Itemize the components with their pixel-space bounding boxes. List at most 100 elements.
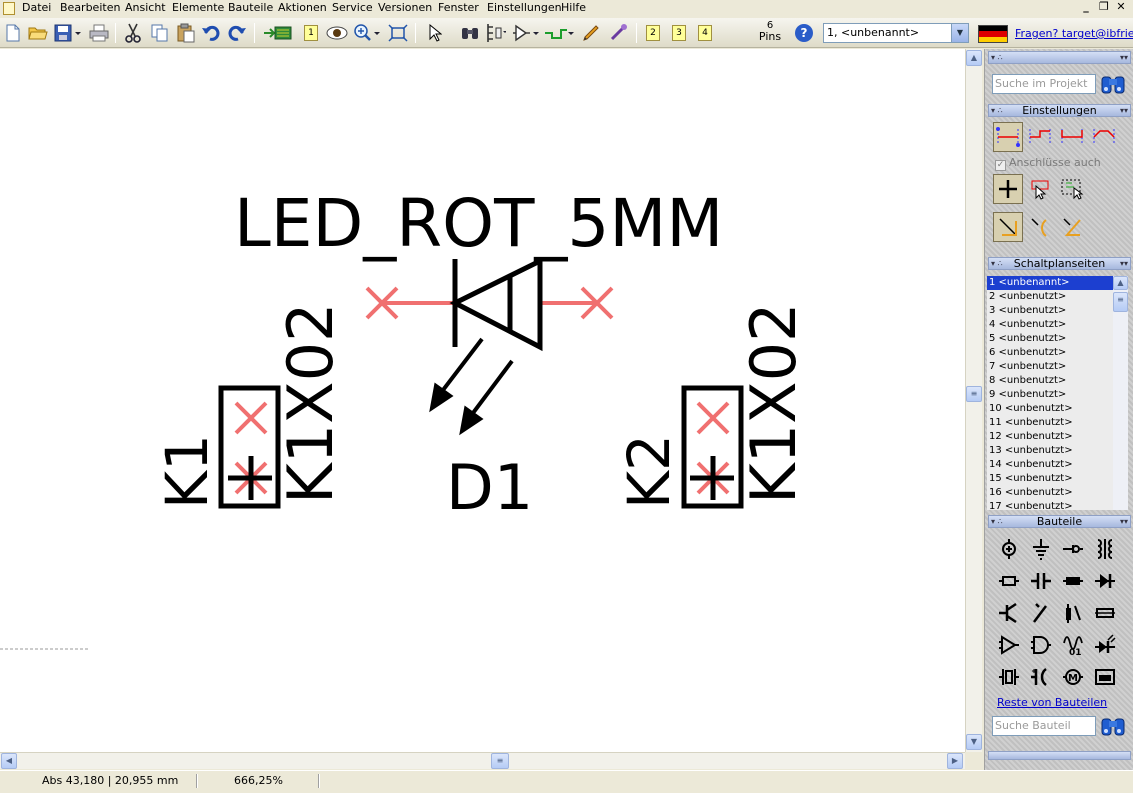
menu-einstellungen[interactable]: Einstellungen xyxy=(487,1,562,14)
expand-icon[interactable]: ▾▾ xyxy=(1119,53,1128,62)
menu-ansicht[interactable]: Ansicht xyxy=(125,1,166,14)
expand-icon[interactable]: ▾▾ xyxy=(1119,106,1128,115)
chevron-down-icon[interactable]: ▼ xyxy=(951,24,968,42)
panel-top-header[interactable]: ▾ ∴ ▾▾ xyxy=(988,51,1131,64)
list-item[interactable]: 7 <unbenutzt> xyxy=(989,361,1067,372)
menu-datei[interactable]: Datei xyxy=(22,1,52,14)
help-icon[interactable]: ? xyxy=(793,22,815,44)
menu-bauteile[interactable]: Bauteile xyxy=(228,1,274,14)
collapse-icon[interactable]: ▾ ∴ xyxy=(991,517,1003,526)
led-pin-anode[interactable] xyxy=(365,286,455,320)
opamp-icon[interactable] xyxy=(995,631,1023,659)
vertical-scroll-thumb[interactable]: ≡ xyxy=(966,386,982,402)
resistor-icon[interactable] xyxy=(995,567,1023,595)
scroll-down-icon[interactable]: ▼ xyxy=(966,734,982,750)
list-item[interactable]: 14 <unbenutzt> xyxy=(989,459,1073,470)
rest-parts-link[interactable]: Reste von Bauteilen xyxy=(997,696,1108,709)
undo-icon[interactable] xyxy=(200,22,222,44)
zoom-icon[interactable] xyxy=(352,22,382,44)
parts-section-header[interactable]: ▾ ∴ Bauteile ▾▾ xyxy=(988,515,1131,528)
list-item[interactable]: 1 <unbenannt> xyxy=(987,276,1113,290)
app-document-icon[interactable] xyxy=(3,2,15,15)
search-part-binoculars-icon[interactable] xyxy=(1100,715,1126,737)
menu-hilfe[interactable]: Hilfe xyxy=(561,1,587,14)
list-item[interactable]: 5 <unbenutzt> xyxy=(989,333,1067,344)
minimize-button[interactable]: _ xyxy=(1083,0,1089,13)
wire-mode-3-icon[interactable] xyxy=(1057,122,1087,152)
k1-value-label[interactable]: K1X02 xyxy=(274,302,347,504)
close-button[interactable]: ✕ xyxy=(1116,0,1126,13)
k1-connector-body[interactable] xyxy=(218,385,281,509)
save-icon[interactable] xyxy=(52,22,84,44)
crosshair-tool-icon[interactable] xyxy=(993,174,1023,204)
led-diode-symbol[interactable] xyxy=(449,256,543,352)
wire-tool-icon[interactable] xyxy=(543,22,575,44)
redo-icon[interactable] xyxy=(226,22,248,44)
pointer-select-icon[interactable] xyxy=(1025,174,1055,204)
crystal-icon[interactable] xyxy=(995,663,1023,691)
schematic-canvas[interactable]: LED_ROT_5MM D1 K1 K1X02 K2 K1X02 xyxy=(0,49,965,752)
open-folder-icon[interactable] xyxy=(27,22,49,44)
wire-mode-1-icon[interactable] xyxy=(993,122,1023,152)
led-pin-cathode[interactable] xyxy=(540,286,614,320)
settings-section-header[interactable]: ▾ ∴ Einstellungen ▾▾ xyxy=(988,104,1131,117)
pages-section-header[interactable]: ▾ ∴ Schaltplanseiten ▾▾ xyxy=(988,257,1131,270)
pages-scroll-thumb[interactable]: ≡ xyxy=(1113,292,1128,312)
page-3-icon[interactable]: 3 xyxy=(672,25,686,41)
collapse-icon[interactable]: ▾ ∴ xyxy=(991,259,1003,268)
connector-pin-icon[interactable] xyxy=(1059,535,1087,563)
horizontal-scroll-thumb[interactable]: ≡ xyxy=(491,753,509,769)
pages-list[interactable]: 1 <unbenannt> 2 <unbenutzt> 3 <unbenutzt… xyxy=(987,276,1113,510)
transistor-icon[interactable] xyxy=(995,599,1023,627)
arc-line-icon[interactable] xyxy=(1025,212,1055,242)
wire-mode-4-icon[interactable] xyxy=(1089,122,1119,152)
menu-aktionen[interactable]: Aktionen xyxy=(278,1,327,14)
pcb-import-icon[interactable] xyxy=(262,22,294,44)
voltage-source-icon[interactable] xyxy=(995,535,1023,563)
probe-tool-icon[interactable] xyxy=(607,22,629,44)
list-item[interactable]: 3 <unbenutzt> xyxy=(989,305,1067,316)
scroll-left-icon[interactable]: ◀ xyxy=(1,753,17,769)
restore-button[interactable]: ❐ xyxy=(1095,0,1109,13)
collapse-icon[interactable]: ▾ ∴ xyxy=(991,106,1003,115)
list-item[interactable]: 11 <unbenutzt> xyxy=(989,417,1073,428)
display-icon[interactable] xyxy=(1091,663,1119,691)
list-item[interactable]: 13 <unbenutzt> xyxy=(989,445,1073,456)
area-select-icon[interactable] xyxy=(1057,174,1087,204)
scroll-up-icon[interactable]: ▲ xyxy=(1113,276,1128,290)
switch-icon[interactable] xyxy=(1027,599,1055,627)
wire-mode-2-icon[interactable] xyxy=(1025,122,1055,152)
pen-tool-icon[interactable] xyxy=(580,22,602,44)
print-icon[interactable] xyxy=(88,22,110,44)
list-item[interactable]: 9 <unbenutzt> xyxy=(989,389,1067,400)
copy-icon[interactable] xyxy=(149,22,171,44)
list-item[interactable]: 15 <unbenutzt> xyxy=(989,473,1073,484)
polarized-capacitor-icon[interactable] xyxy=(1027,663,1055,691)
support-email-link[interactable]: Fragen? target@ibfriedrich.com xyxy=(1015,27,1133,40)
motor-icon[interactable]: M xyxy=(1059,663,1087,691)
list-item[interactable]: 17 <unbenutzt> xyxy=(989,501,1073,510)
capacitor-icon[interactable] xyxy=(1027,567,1055,595)
list-item[interactable]: 6 <unbenutzt> xyxy=(989,347,1067,358)
checkbox-check-icon[interactable]: ✓ xyxy=(995,160,1006,171)
expand-icon[interactable]: ▾▾ xyxy=(1119,517,1128,526)
angle-line-icon[interactable] xyxy=(1057,212,1087,242)
list-item[interactable]: 4 <unbenutzt> xyxy=(989,319,1067,330)
digital-signal-icon[interactable]: 01 xyxy=(1059,631,1087,659)
list-item[interactable]: 10 <unbenutzt> xyxy=(989,403,1073,414)
list-item[interactable]: 12 <unbenutzt> xyxy=(989,431,1073,442)
menu-elemente[interactable]: Elemente xyxy=(172,1,225,14)
and-gate-icon[interactable] xyxy=(1027,631,1055,659)
page-select[interactable]: 1, <unbenannt> ▼ xyxy=(823,23,969,43)
list-item[interactable]: 8 <unbenutzt> xyxy=(989,375,1067,386)
k2-ref-label[interactable]: K2 xyxy=(615,434,683,509)
pages-scrollbar[interactable]: ▲ ≡ xyxy=(1113,276,1128,510)
gate-tool-icon[interactable] xyxy=(510,22,540,44)
search-project-binoculars-icon[interactable] xyxy=(1100,73,1126,95)
resistor-tool-icon[interactable] xyxy=(484,22,506,44)
diode-icon[interactable] xyxy=(1091,567,1119,595)
led-icon[interactable] xyxy=(1091,631,1119,659)
expand-icon[interactable]: ▾▾ xyxy=(1119,259,1128,268)
binoculars-icon[interactable] xyxy=(459,22,481,44)
scroll-up-icon[interactable]: ▲ xyxy=(966,50,982,66)
